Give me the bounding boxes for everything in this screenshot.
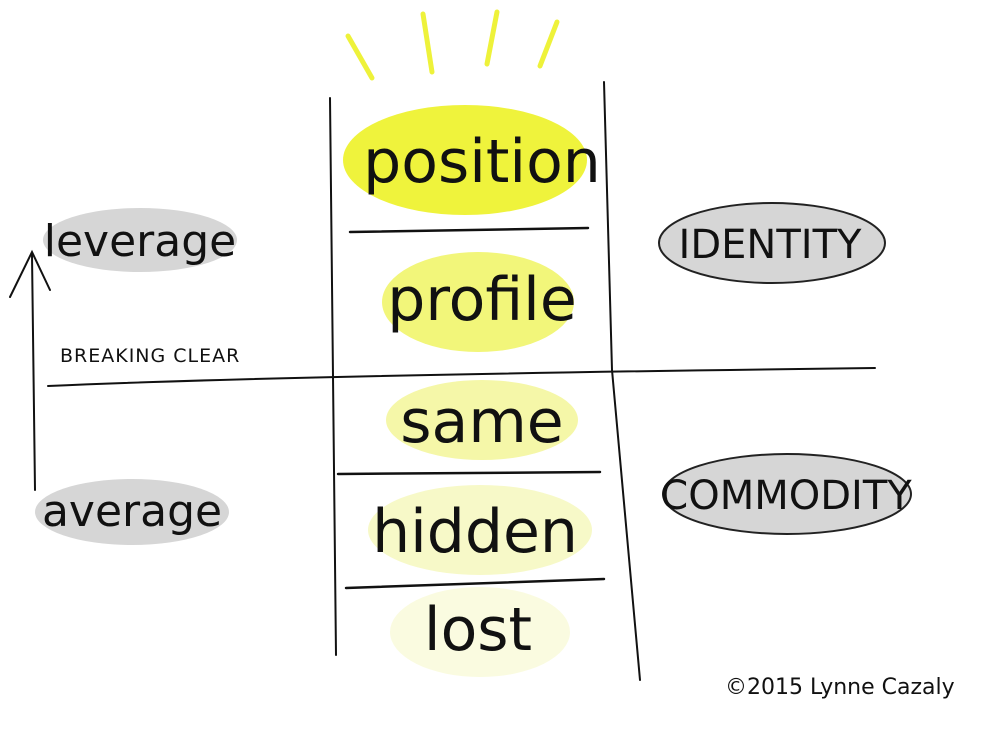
ladder-label-position: position [363, 127, 601, 197]
hidden-highlight [368, 485, 592, 575]
identity-bubble [658, 202, 886, 284]
lost-highlight [390, 587, 570, 677]
commodity-bubble [662, 453, 912, 535]
position-highlight [343, 105, 587, 215]
ladder-label-lost: lost [424, 595, 532, 665]
leverage-bubble [43, 208, 237, 272]
profile-highlight [382, 252, 574, 352]
breaking-clear-label: BREAKING CLEAR [60, 345, 240, 367]
highlight-rays [345, 9, 560, 81]
commodity-label: COMMODITY [660, 473, 912, 519]
ladder-label-same: same [400, 387, 563, 457]
up-arrow-icon [9, 249, 51, 491]
ladder-label-hidden: hidden [372, 497, 578, 567]
ladder-label-profile: profile [387, 265, 577, 335]
copyright-credit: ©2015 Lynne Cazaly [725, 675, 955, 700]
same-highlight [386, 380, 578, 460]
grid-lines [47, 81, 876, 681]
leverage-label: leverage [44, 216, 236, 267]
average-bubble [35, 479, 229, 545]
identity-label: IDENTITY [679, 222, 862, 268]
average-label: average [42, 486, 222, 537]
